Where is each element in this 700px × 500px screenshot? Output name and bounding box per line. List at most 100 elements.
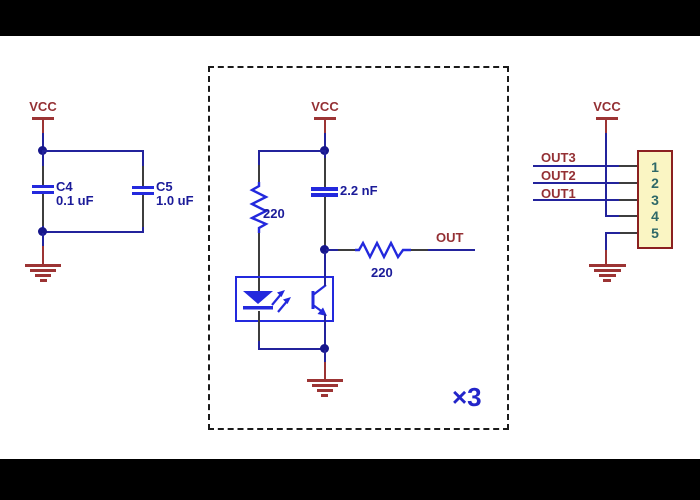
vcc-symbol-stem-icon: [324, 120, 326, 133]
capacitor-c5-plate-icon: [132, 192, 154, 195]
ground-icon: [307, 379, 343, 382]
net-label-vcc-connector: VCC: [593, 99, 621, 114]
connector-body: [637, 150, 673, 249]
cap-value-label: 2.2 nF: [340, 183, 378, 198]
vcc-symbol-bar-icon: [596, 117, 618, 120]
wire-segment: [533, 182, 620, 184]
component-lead: [258, 311, 260, 341]
ground-icon: [603, 279, 611, 282]
wire-segment: [605, 232, 620, 234]
ground-stem-icon: [324, 362, 326, 379]
ground-icon: [594, 269, 621, 272]
component-lead: [258, 233, 260, 291]
junction-dot: [320, 344, 329, 353]
pin-number-4: 4: [651, 208, 659, 224]
vcc-symbol-stem-icon: [605, 120, 607, 133]
wire-segment: [258, 152, 260, 165]
ground-icon: [30, 269, 56, 272]
pin-stub: [619, 182, 638, 184]
ground-icon: [40, 279, 47, 282]
component-lead: [142, 195, 144, 227]
pin-stub: [619, 199, 638, 201]
light-arrows-icon: [271, 290, 291, 313]
top-frame-bar: [0, 0, 700, 36]
wire-segment: [258, 150, 326, 152]
wire-segment: [605, 215, 620, 217]
vcc-symbol-stem-icon: [42, 120, 44, 133]
net-label-out3: OUT3: [541, 150, 576, 165]
component-lead: [42, 194, 44, 226]
wire-segment: [42, 150, 144, 152]
wire-segment: [142, 152, 144, 166]
wire-segment: [533, 165, 620, 167]
pin-stub: [619, 165, 638, 167]
wire-segment: [42, 152, 44, 166]
capacitor-c5-plate-icon: [132, 186, 154, 189]
cell-multiplier-label: ×3: [452, 382, 482, 412]
pin-number-3: 3: [651, 192, 659, 208]
ground-icon: [312, 384, 338, 387]
wire-segment: [142, 227, 144, 233]
reflectance-sensor-outline: [235, 276, 334, 322]
component-lead: [324, 197, 326, 245]
wire-segment: [324, 314, 326, 350]
vcc-symbol-bar-icon: [32, 117, 54, 120]
ground-icon: [35, 274, 51, 277]
ground-stem-icon: [42, 246, 44, 264]
ground-icon: [317, 389, 333, 392]
pin-number-2: 2: [651, 175, 659, 191]
led-resistor-value-label: 220: [263, 206, 285, 221]
wire-segment: [258, 348, 326, 350]
wire-segment: [326, 249, 338, 251]
ground-icon: [599, 274, 616, 277]
net-label-vcc-cell: VCC: [311, 99, 339, 114]
capacitor-c4-plate-icon: [32, 185, 54, 188]
out-resistor-value-label: 220: [371, 265, 393, 280]
junction-dot: [38, 227, 47, 236]
repeated-cell-outline: [208, 66, 509, 430]
wire-segment: [258, 341, 260, 350]
wire-segment: [324, 133, 326, 151]
resistor-horizontal-icon: [355, 240, 411, 260]
component-lead: [324, 158, 326, 187]
junction-dot: [320, 245, 329, 254]
wire-segment: [42, 233, 44, 246]
capacitor-c4-plate-icon: [32, 191, 54, 194]
capacitor-cell-plate-icon: [311, 193, 338, 197]
net-label-vcc-left: VCC: [29, 99, 57, 114]
c4-refdes-label: C4: [56, 179, 73, 194]
wire-segment: [324, 252, 326, 286]
wire-segment: [42, 133, 44, 151]
ground-icon: [589, 264, 626, 267]
wire-segment: [605, 232, 607, 250]
component-lead: [338, 249, 355, 251]
net-label-out1: OUT1: [541, 186, 576, 201]
component-lead: [258, 165, 260, 183]
wire-segment: [324, 350, 326, 362]
wire-segment: [428, 249, 475, 251]
wire-segment: [324, 152, 326, 158]
bottom-frame-bar: [0, 459, 700, 500]
wire-segment: [533, 199, 620, 201]
vcc-symbol-bar-icon: [314, 117, 336, 120]
capacitor-cell-plate-icon: [311, 187, 338, 191]
pin-number-5: 5: [651, 225, 659, 241]
c5-refdes-label: C5: [156, 179, 173, 194]
resistor-vertical-icon: [249, 182, 269, 233]
c4-value-label: 0.1 uF: [56, 193, 94, 208]
ground-icon: [25, 264, 61, 267]
pin-stub: [619, 215, 638, 217]
component-lead: [411, 249, 428, 251]
ground-icon: [321, 394, 328, 397]
net-label-out: OUT: [436, 230, 464, 245]
wire-segment: [605, 133, 607, 217]
ground-stem-icon: [605, 250, 607, 264]
component-lead: [42, 166, 44, 185]
wire-segment: [42, 231, 144, 233]
led-icon: [243, 291, 273, 310]
c5-value-label: 1.0 uF: [156, 193, 194, 208]
component-lead: [142, 166, 144, 186]
pin-number-1: 1: [651, 159, 659, 175]
net-label-out2: OUT2: [541, 168, 576, 183]
